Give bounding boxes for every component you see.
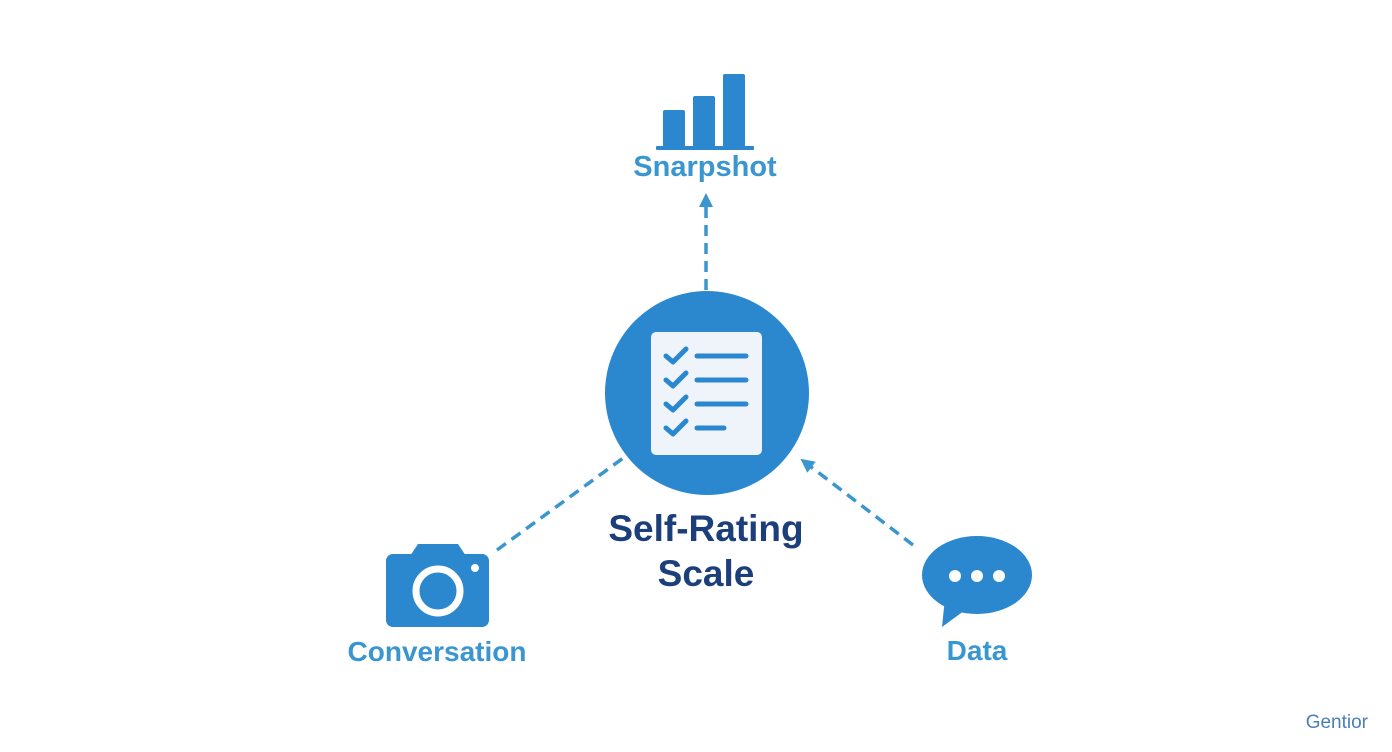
watermark: Gentior: [1305, 712, 1368, 733]
node-label-right: Data: [946, 635, 1008, 666]
node-label-left: Conversation: [347, 636, 527, 667]
checklist-icon: [651, 332, 762, 455]
center-title-line-1: Self-Rating: [608, 508, 804, 549]
node-label-top: Snarpshot: [633, 151, 777, 183]
connector-right: [800, 458, 915, 547]
camera-icon: [386, 544, 489, 627]
chat-bubble-icon: [922, 536, 1032, 627]
bar-chart-icon: [656, 74, 754, 150]
connector-left: [495, 454, 628, 552]
center-title-line-2: Scale: [657, 553, 755, 594]
center-title: Self-Rating Scale: [608, 506, 803, 596]
